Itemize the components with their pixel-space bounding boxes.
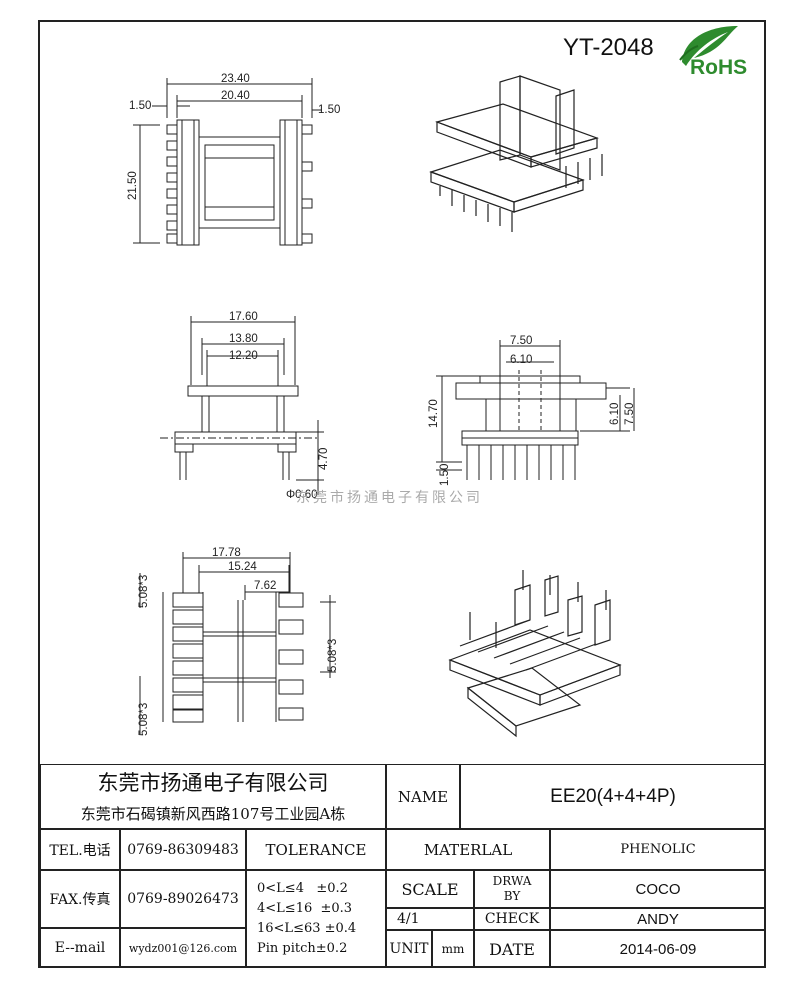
fax-label: FAX.传真 <box>40 870 120 928</box>
svg-text:7.50: 7.50 <box>510 335 532 347</box>
svg-text:Φ0.60: Φ0.60 <box>286 489 318 501</box>
date-label: DATE <box>474 930 550 968</box>
svg-text:1.50: 1.50 <box>129 100 151 112</box>
top-view <box>133 78 322 246</box>
watermark: 东莞市扬通电子有限公司 <box>296 490 483 506</box>
front-view <box>160 316 324 495</box>
name-value: EE20(4+4+4P) <box>460 764 766 829</box>
bottom-view <box>139 552 336 734</box>
company-address: 东莞市石碣镇新风西路107号工业园A栋 <box>40 798 386 829</box>
tolerance-row-2: 4<L≤16 ±0.3 <box>257 901 353 916</box>
svg-text:14.70: 14.70 <box>428 399 440 428</box>
tolerance-row-4: Pin pitch±0.2 <box>257 941 348 956</box>
material-label: MATERLAL <box>386 829 550 870</box>
svg-text:7.50: 7.50 <box>624 403 636 425</box>
material-value: PHENOLIC <box>550 829 766 870</box>
svg-text:RoHS: RoHS <box>690 56 747 79</box>
svg-text:17.60: 17.60 <box>229 311 258 323</box>
iso-view-top <box>429 75 603 232</box>
svg-text:1.50: 1.50 <box>439 464 451 486</box>
drawn-by-label-1: DRWA <box>492 874 532 888</box>
svg-text:17.78: 17.78 <box>212 547 241 559</box>
name-label: NAME <box>386 764 460 829</box>
svg-text:13.80: 13.80 <box>229 333 258 345</box>
iso-view-bottom <box>448 570 622 738</box>
svg-text:4.70: 4.70 <box>318 448 330 470</box>
svg-text:5.08*3: 5.08*3 <box>138 703 150 736</box>
drawn-by-label-2: BY <box>503 889 521 903</box>
svg-text:5.08*3: 5.08*3 <box>327 639 339 672</box>
svg-text:6.10: 6.10 <box>510 354 532 366</box>
svg-text:12.20: 12.20 <box>229 350 258 362</box>
check-label: CHECK <box>474 908 550 930</box>
fax-value: 0769-89026473 <box>120 870 246 928</box>
tel-label: TEL.电话 <box>40 829 120 870</box>
unit-value: mm <box>432 930 474 968</box>
scale-value: 4/1 <box>386 908 474 930</box>
email-value: wydz001@126.com <box>120 928 246 968</box>
tolerance-table: 0<L≤4 ±0.2 4<L≤16 ±0.3 16<L≤63 ±0.4 Pin … <box>246 870 386 968</box>
svg-text:23.40: 23.40 <box>221 73 250 85</box>
tolerance-row-1: 0<L≤4 ±0.2 <box>257 881 348 896</box>
scale-label: SCALE <box>386 870 474 908</box>
side-view <box>436 340 635 480</box>
svg-text:6.10: 6.10 <box>609 403 621 425</box>
email-label: E--mail <box>40 928 120 968</box>
drawn-by-label: DRWA BY <box>474 870 550 908</box>
svg-text:15.24: 15.24 <box>228 561 257 573</box>
unit-label: UNIT <box>386 930 432 968</box>
part-number: YT-2048 <box>563 34 654 61</box>
svg-text:1.50: 1.50 <box>318 104 340 116</box>
company-name: 东莞市扬通电子有限公司 <box>40 764 386 798</box>
svg-text:21.50: 21.50 <box>127 171 139 200</box>
svg-text:7.62: 7.62 <box>254 580 276 592</box>
rohs-logo: RoHS <box>679 26 747 79</box>
tolerance-row-3: 16<L≤63 ±0.4 <box>257 921 357 936</box>
tolerance-label: TOLERANCE <box>246 829 386 870</box>
svg-text:20.40: 20.40 <box>221 90 250 102</box>
tel-value: 0769-86309483 <box>120 829 246 870</box>
svg-text:5.08*3: 5.08*3 <box>138 575 150 608</box>
check-value: ANDY <box>550 908 766 930</box>
title-block: 东莞市扬通电子有限公司 东莞市石碣镇新风西路107号工业园A栋 NAME EE2… <box>40 764 766 968</box>
date-value: 2014-06-09 <box>550 930 766 968</box>
drawn-by-value: COCO <box>550 870 766 908</box>
